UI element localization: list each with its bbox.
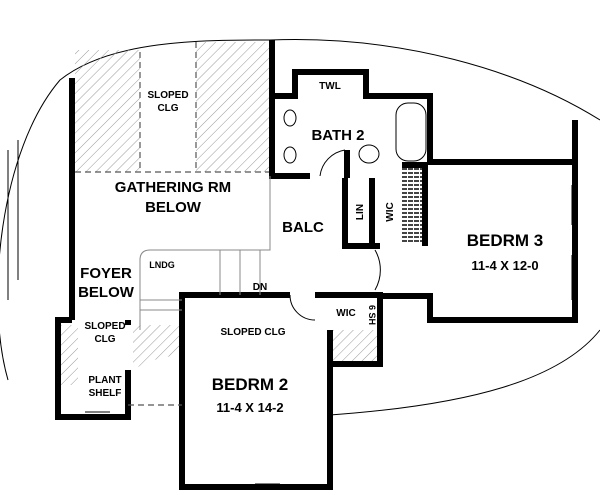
label-sloped-clg-top: SLOPED CLG [147,90,188,114]
label-lndg: LNDG [149,260,175,270]
label-wic-lower: WIC [336,308,355,319]
wall-gathering [269,40,310,179]
stair-rail [139,176,271,330]
wall-bath [272,69,433,165]
label-sloped-clg-left: SLOPED [84,321,125,332]
sloped-ceiling-hatch [60,325,78,385]
window [85,185,573,485]
room-bath2: BATH 2 [311,127,364,144]
room-foyer-below: BELOW [78,284,135,301]
label-wic-upper: WIC [385,202,396,221]
room-bedrm3-size: 11-4 X 12-0 [471,258,538,273]
sloped-ceiling-hatch [75,50,140,172]
wall-plant-shelf [55,317,131,420]
label-sloped-clg-left-2: CLG [94,334,115,345]
label-6sh: 6 SH [367,305,377,325]
sink [283,146,297,164]
toilet [358,144,380,164]
door-swing [289,149,381,321]
roof-outline-left-lines [7,140,19,300]
room-bedrm2: BEDRM 2 [212,375,289,394]
linen-brick [402,168,422,242]
room-gathering-below: BELOW [145,199,202,216]
wall-lin [342,150,428,249]
room-gathering: GATHERING RM [115,179,231,196]
bathtub [395,102,427,162]
wall-bedrm3 [380,120,578,323]
label-twl: TWL [319,81,341,92]
sink [283,109,297,127]
label-lin: LIN [355,204,366,220]
roof-outline-curve-right [329,329,600,416]
closet-hatch [333,330,378,362]
roof-outline-curve-top [269,39,600,121]
room-bedrm2-size: 11-4 X 14-2 [216,400,283,415]
label-plant-shelf: PLANT [88,375,121,386]
room-balc: BALC [282,219,324,236]
wall-bedrm2 [179,292,383,490]
label-text: SLOPED [147,90,188,101]
room-foyer: FOYER [80,265,132,282]
dashed-ceiling-line [75,42,270,173]
label-plant-shelf-2: SHELF [89,388,122,399]
sloped-ceiling-hatch [196,42,270,172]
label-text: CLG [157,103,178,114]
room-bedrm3: BEDRM 3 [467,231,544,250]
sloped-ceiling-hatch [133,325,180,370]
label-sloped-clg-bedrm2: SLOPED CLG [220,327,285,338]
label-dn: DN [253,282,267,293]
roof-outline-curve [0,39,271,381]
